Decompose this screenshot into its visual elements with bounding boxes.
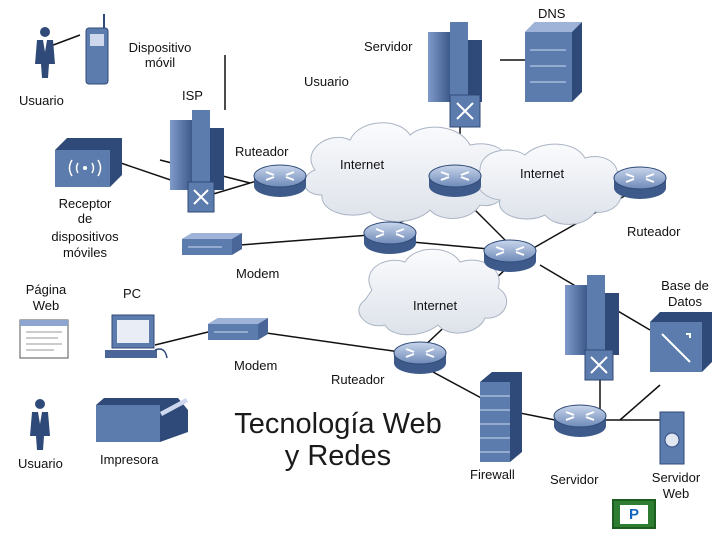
router-core-icon [363, 221, 417, 255]
isp-building-icon [170, 110, 224, 190]
router-right-icon [613, 166, 667, 200]
switch-database-icon [584, 349, 614, 381]
database-icon [650, 312, 712, 372]
mobile-phone-icon [85, 14, 109, 85]
router-core-2-icon [483, 239, 537, 273]
mobile-device-label-line2: móvil [144, 55, 176, 70]
router-isp-icon [253, 164, 307, 198]
switch-isp-icon [187, 181, 215, 213]
server-building-icon [428, 22, 482, 102]
internet-cloud-middle [358, 248, 508, 336]
server-top-label: Servidor [364, 39, 413, 54]
mobile-device-label-line1: Dispositivo [128, 40, 192, 55]
printer-icon [96, 398, 188, 442]
web-server-label-line1: Servidor [651, 470, 701, 485]
modem-bottom-label: Modem [234, 358, 278, 373]
isp-label: ISP [182, 88, 203, 103]
router-bottom-icon [393, 341, 447, 375]
receptor-icon [55, 138, 122, 187]
internet-label-3: Internet [413, 298, 458, 313]
internet-label-2: Internet [520, 166, 565, 181]
database-building-icon [565, 275, 619, 355]
router-server-icon [553, 404, 607, 438]
router-isp-label: Ruteador [235, 144, 289, 159]
firewall-label: Firewall [470, 467, 515, 482]
modem-top-label: Modem [236, 266, 280, 281]
receptor-label-line3: dispositivos [51, 229, 119, 244]
internet-cloud-right [475, 143, 622, 225]
web-page-label-line2: Web [32, 298, 60, 313]
web-server-label-line2: Web [662, 486, 690, 501]
web-page-label-line1: Página [25, 282, 67, 297]
receptor-label-line4: móviles [62, 245, 108, 260]
dns-server-icon [525, 22, 582, 102]
internet-label-1: Internet [340, 157, 385, 172]
user-bottom-label: Usuario [18, 456, 63, 471]
printer-label: Impresora [100, 452, 159, 467]
database-label-line1: Base de [661, 278, 709, 293]
user-bottom-icon [30, 399, 50, 450]
user-top-icon [35, 27, 55, 78]
dns-label: DNS [538, 6, 566, 21]
switch-server-icon [449, 94, 481, 128]
pc-label: PC [123, 286, 142, 301]
firewall-icon [480, 372, 522, 462]
router-bottom-label: Ruteador [331, 372, 385, 387]
router-right-label: Ruteador [627, 224, 681, 239]
modem-top-icon [181, 232, 243, 256]
title-line1: Tecnología Web [234, 408, 442, 440]
receptor-label-line2: de [77, 211, 93, 226]
web-page-icon [19, 319, 69, 359]
title-line2: y Redes [284, 440, 392, 472]
receptor-label-line1: Receptor [58, 196, 112, 211]
user-top-right-label: Usuario [304, 74, 349, 89]
user-top-left-label: Usuario [19, 93, 64, 108]
router-internet-icon [428, 164, 482, 198]
page-title: Tecnología Web y Redes [218, 408, 458, 472]
web-server-icon [659, 411, 685, 465]
pc-icon [105, 314, 168, 359]
server-bottom-label: Servidor [550, 472, 599, 487]
logo-mark: P [620, 505, 648, 524]
database-label-line2: Datos [668, 294, 702, 309]
logo: P [612, 499, 656, 529]
modem-bottom-icon [207, 317, 269, 341]
